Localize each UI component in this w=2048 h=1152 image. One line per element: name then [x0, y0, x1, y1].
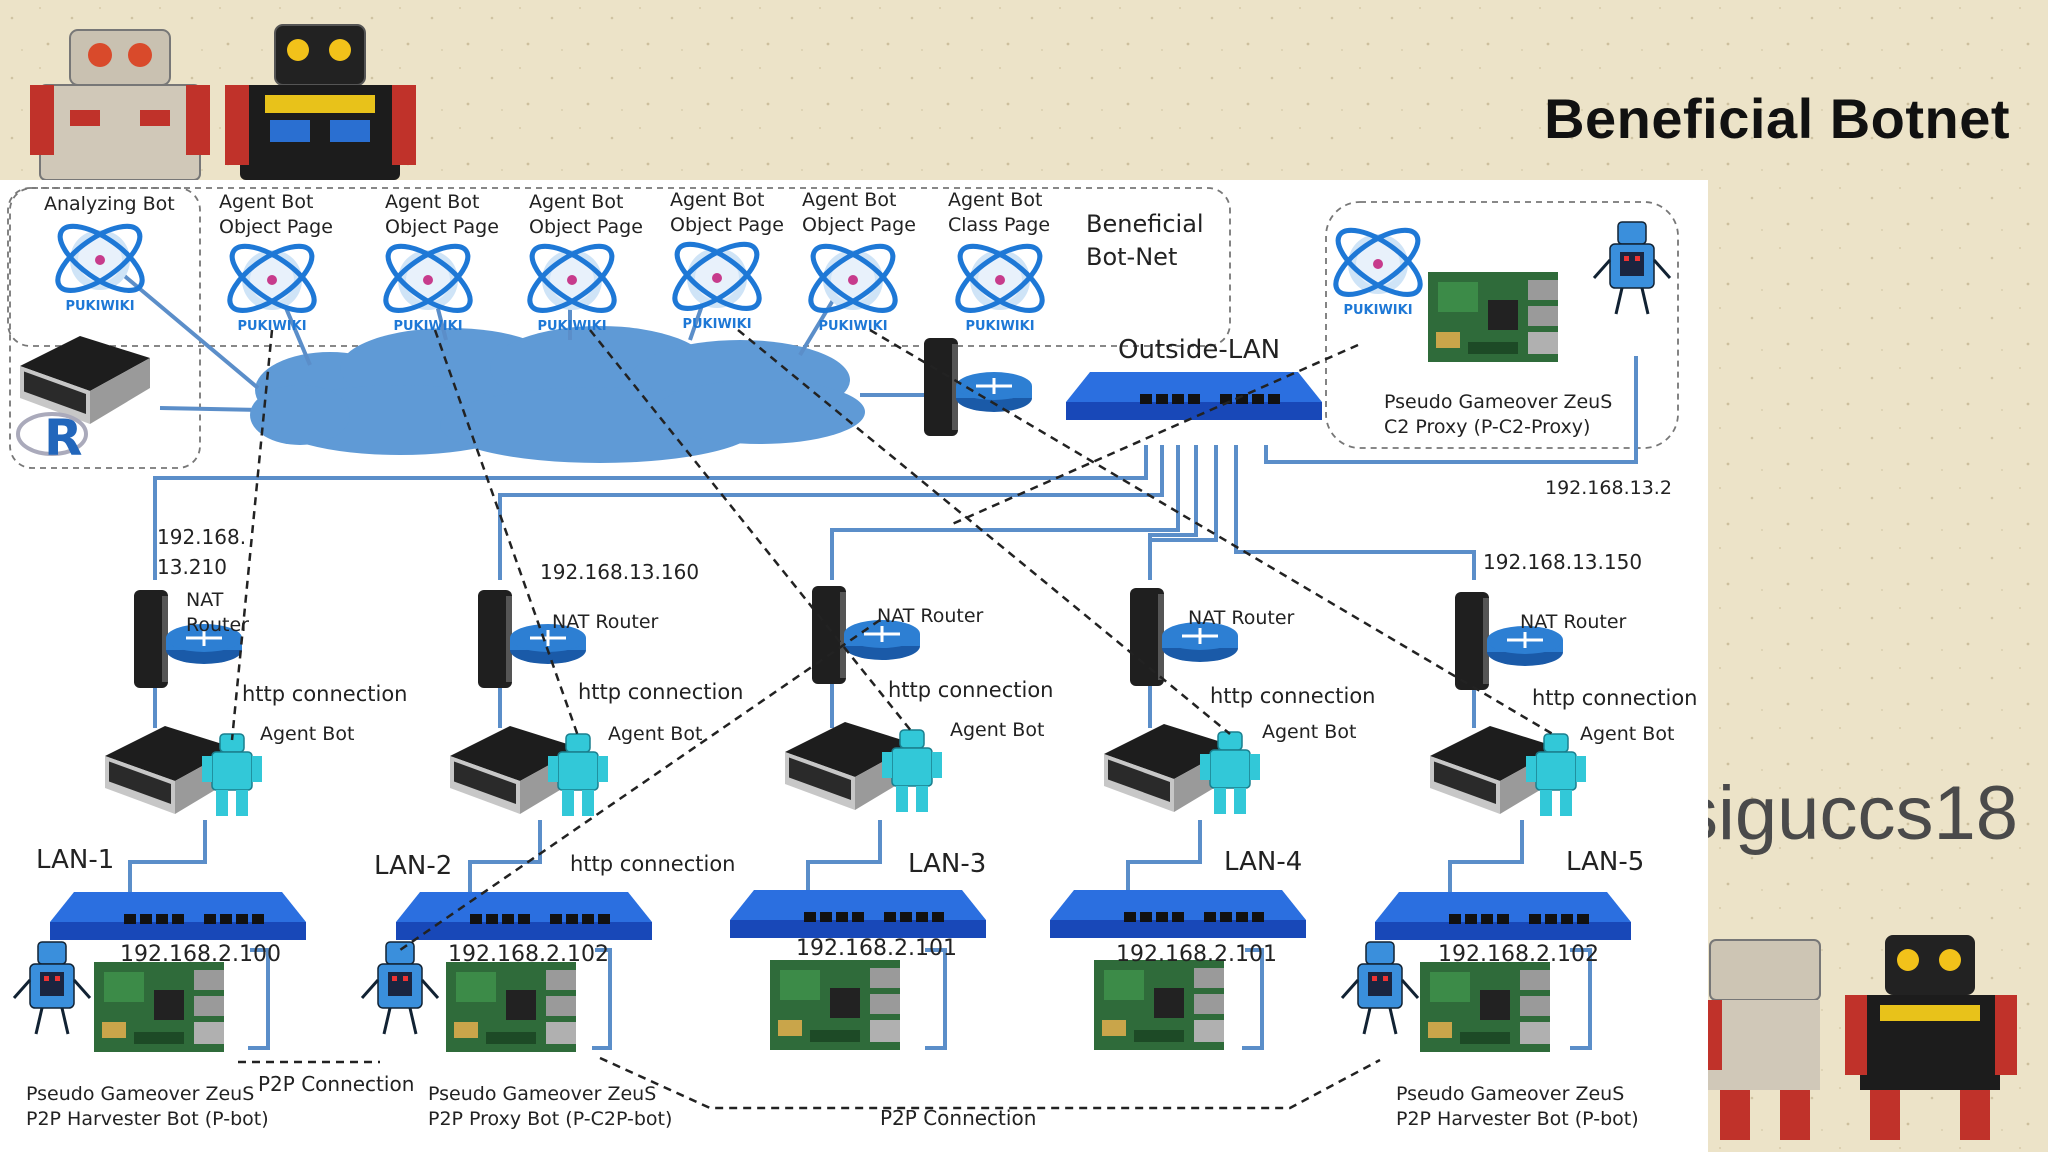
router-label: NAT Router [1188, 607, 1295, 629]
router-label: NAT Router [877, 605, 984, 627]
http-connection-label: http connection [570, 852, 736, 876]
pbot-harvester-label: Pseudo Gameover ZeuS P2P Harvester Bot (… [1396, 1083, 1639, 1130]
switch-icon [1066, 372, 1322, 420]
raspberry-pi-icon [94, 962, 224, 1052]
p2p-connection-label: P2P Connection [880, 1106, 1037, 1130]
lan-ip: 192.168.2.100 [120, 942, 281, 967]
network-diagram: PUKIWIKI [0, 180, 1708, 1152]
proxy-label: Pseudo Gameover ZeuS C2 Proxy (P-C2-Prox… [1384, 391, 1613, 438]
p2p-connection-label: P2P Connection [258, 1072, 415, 1096]
router-icon [810, 584, 922, 686]
robot-decor-icon [1845, 935, 2017, 1140]
router-label: NAT Router [552, 611, 659, 633]
lan-ip: 192.168.2.101 [1116, 942, 1277, 967]
raspberry-pi-icon [1428, 272, 1558, 362]
agent-bot-label: Agent Bot [1580, 723, 1675, 745]
robot-decor-icon [1700, 939, 1821, 1140]
raspberry-pi-icon [770, 960, 900, 1050]
http-connections [230, 328, 1557, 1110]
wiki-page-label: Agent Bot Object Page [385, 191, 499, 238]
router-icon [922, 336, 1034, 438]
r-logo-text: R [44, 409, 83, 467]
pukiwiki-icon [520, 234, 624, 334]
lan-ip: 192.168.2.102 [1438, 942, 1599, 967]
switch-icon [396, 892, 652, 940]
ip-proxy: 192.168.13.2 [1545, 477, 1672, 499]
ip-lan2-router: 192.168.13.160 [540, 560, 700, 584]
pukiwiki-icon [220, 234, 324, 334]
lan-label: LAN-1 [36, 845, 115, 875]
pukiwiki-icon [1326, 218, 1430, 318]
r-logo-icon: R [16, 409, 88, 467]
router-icon [1128, 586, 1240, 688]
robot-decor-icon [225, 24, 416, 180]
lan-label: LAN-2 [374, 851, 453, 881]
botnet-label: Beneficial Bot-Net [1086, 210, 1204, 271]
lan-label: LAN-4 [1224, 847, 1303, 877]
pukiwiki-icon [376, 234, 480, 334]
lan-ip: 192.168.2.101 [796, 936, 957, 961]
wiki-page-label: Agent Bot Object Page [670, 189, 784, 236]
ethernet-links [128, 356, 1638, 1050]
robot-icon [1340, 940, 1420, 1036]
robot-decor-icon [30, 29, 210, 181]
analyzing-group-box [9, 187, 201, 469]
diagram-graphics: PUKIWIKI [7, 187, 1679, 1110]
switch-icon [730, 890, 986, 938]
ip-lan5-router: 192.168.13.150 [1483, 550, 1643, 574]
http-connection-label: http connection [242, 682, 408, 706]
agent-bot-label: Agent Bot [260, 723, 355, 745]
robot-icon [12, 940, 92, 1036]
raspberry-pi-icon [1420, 962, 1550, 1052]
agent-bot-label: Agent Bot [608, 723, 703, 745]
raspberry-pi-icon [1094, 960, 1224, 1050]
http-connection-label: http connection [888, 678, 1054, 702]
switch-icon [50, 892, 306, 940]
wiki-page-label: Agent Bot Object Page [802, 189, 916, 236]
robot-icon [1592, 220, 1672, 316]
outside-lan-label: Outside-LAN [1118, 335, 1281, 365]
switch-icon [1375, 892, 1631, 940]
pukiwiki-icon [801, 234, 905, 334]
proxy-group-box [1325, 201, 1679, 449]
analyzing-bot-label: Analyzing Bot [44, 193, 175, 215]
slide-title: Beneficial Botnet [1544, 87, 2010, 150]
agent-bot-label: Agent Bot [1262, 721, 1357, 743]
wiki-page-label: Agent Bot Object Page [219, 191, 333, 238]
pbot-harvester-label: Pseudo Gameover ZeuS P2P Harvester Bot (… [26, 1083, 269, 1130]
http-connection-label: http connection [1210, 684, 1376, 708]
switch-icon [1050, 890, 1306, 938]
pukiwiki-icon [948, 234, 1052, 334]
ip-lan1-router: 192.168. 13.210 [157, 525, 247, 579]
pukiwiki-icon [48, 214, 152, 314]
lan-label: LAN-3 [908, 849, 987, 879]
pukiwiki-icon [665, 232, 769, 332]
router-icon [1453, 590, 1565, 692]
lan-label: LAN-5 [1566, 847, 1645, 877]
http-connection-label: http connection [578, 680, 744, 704]
raspberry-pi-icon [446, 962, 576, 1052]
wiki-page-label: Agent Bot Object Page [529, 191, 643, 238]
robot-icon [360, 940, 440, 1036]
nuc-pc-icon [20, 336, 150, 424]
http-connection-label: http connection [1532, 686, 1698, 710]
lan-ip: 192.168.2.102 [448, 942, 609, 967]
pbot-proxy-label: Pseudo Gameover ZeuS P2P Proxy Bot (P-C2… [428, 1083, 673, 1130]
wiki-page-label: Agent Bot Class Page [948, 189, 1051, 236]
router-label: NAT Router [186, 589, 249, 636]
agent-bot-label: Agent Bot [950, 719, 1045, 741]
router-icon [476, 588, 588, 690]
router-label: NAT Router [1520, 611, 1627, 633]
